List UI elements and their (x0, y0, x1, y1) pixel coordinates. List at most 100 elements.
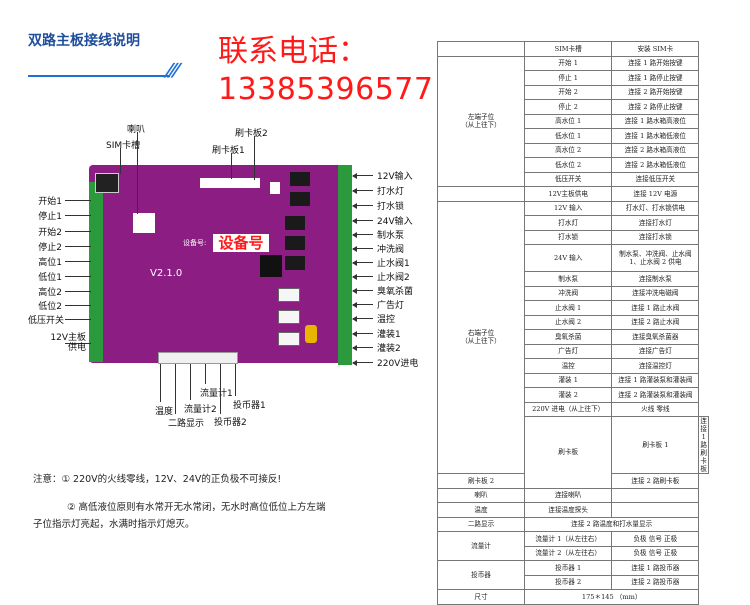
table-cell-desc: 连接 12V 电源 (611, 186, 700, 202)
table-cell-item: 刷卡板 1 (611, 416, 700, 474)
table-row: 广告灯连接广告灯 (438, 343, 709, 359)
right-pointer-9 (353, 304, 373, 305)
device-small-label: 设备号: (183, 239, 207, 247)
right-arrow-11 (352, 330, 357, 337)
table-cell-item: 220V 进电（从上往下） (524, 401, 613, 417)
right-arrow-0 (352, 172, 357, 179)
left-label-3: 停止2 (38, 243, 62, 253)
right-arrow-5 (352, 245, 357, 252)
right-label-0: 12V输入 (377, 172, 413, 182)
table-cell-desc: 连接 2 路水箱低液位 (611, 157, 700, 173)
left-pointer-2 (65, 231, 91, 232)
right-pointer-8 (353, 290, 373, 291)
table-row: 打水锁连接打水锁 (438, 229, 709, 245)
table-cell-item: 灌装 1 (524, 372, 613, 388)
right-label-9: 广告灯 (377, 301, 405, 311)
table-cell-desc: 连接打水锁 (611, 229, 700, 245)
table-cell-desc: 连接 1 路灌装泵和灌装阀 (611, 372, 700, 388)
right-arrow-4 (352, 231, 357, 238)
left-pointer-5 (65, 276, 91, 277)
header-connector (200, 178, 260, 188)
label-temp: 温度 (155, 407, 174, 417)
sim-pointer (120, 148, 121, 174)
title-underline (28, 75, 170, 77)
table-cell-item: SIM卡槽 (524, 41, 613, 57)
right-label-10: 温控 (377, 315, 396, 325)
table-cell-item: 高水位 2 (524, 142, 613, 158)
table-cell-desc: 负极 信号 正极 (611, 531, 700, 547)
table-group-cell: 右端子位 （从上往下） (436, 200, 526, 474)
table-cell-desc: 连接 2 路灌装泵和灌装阀 (611, 387, 700, 403)
right-arrow-2 (352, 202, 357, 209)
temp-pointer (160, 364, 161, 402)
right-arrow-7 (352, 273, 357, 280)
table-row: 温度连接温度探头 (436, 502, 709, 518)
right-label-2: 打水锁 (377, 202, 405, 212)
speaker-pointer (137, 132, 138, 214)
right-arrow-13 (352, 359, 357, 366)
table-group-cell (436, 41, 526, 57)
left-pointer-8 (65, 319, 91, 320)
table-cell-desc: 连接制水泵 (611, 271, 700, 287)
table-cell-item: 打水锁 (524, 229, 613, 245)
table-cell-item: 开始 2 (524, 84, 613, 100)
mcu-chip (260, 255, 282, 277)
table-cell-desc: 连接温控灯 (611, 358, 700, 374)
table-row: 右端子位 （从上往下）12V 输入打水灯、打水锁供电 (436, 200, 709, 474)
table-cell-desc: 负极 信号 正极 (611, 545, 700, 561)
table-cell-item: 12V主板供电 (524, 186, 613, 202)
table-cell-desc: 连接低压开关 (611, 171, 700, 187)
right-arrow-9 (352, 301, 357, 308)
left-pointer-1 (65, 215, 91, 216)
right-pointer-6 (353, 262, 373, 263)
speaker-connector (133, 213, 155, 233)
left-pointer-0 (65, 200, 91, 201)
title-slash-decoration: /// (162, 60, 181, 81)
device-number-label: 设备号 (213, 234, 269, 252)
board-version: V2.1.0 (150, 268, 183, 279)
table-cell-desc: 连接广告灯 (611, 343, 700, 359)
table-cell-desc: 连接 1 路投币器 (611, 560, 700, 576)
right-label-4: 制水泵 (377, 231, 405, 241)
right-pointer-5 (353, 248, 373, 249)
table-row: 24V 输入制水泵、冲洗阀、止水阀 1、止水阀 2 供电 (438, 244, 709, 272)
table-cell-item: 止水阀 2 (524, 314, 613, 330)
right-label-3: 24V输入 (377, 217, 413, 227)
table-cell-item: 流量计 1（从左往右） (524, 531, 613, 547)
contact-phone: 13385396577 (218, 72, 434, 107)
flow1-pointer (205, 364, 206, 384)
table-cell-item: 高水位 1 (524, 113, 613, 129)
left-label-5: 低位1 (38, 273, 62, 283)
ssr-1 (278, 288, 300, 302)
right-label-5: 冲洗阀 (377, 245, 405, 255)
table-cell-item: 开始 1 (524, 55, 613, 71)
table-cell-item: 低水位 2 (524, 157, 613, 173)
table-cell-item: 温控 (524, 358, 613, 374)
relay-1 (290, 172, 310, 186)
right-pointer-4 (353, 234, 373, 235)
right-label-6: 止水阀1 (377, 259, 410, 269)
table-cell-desc: 连接 1 路止水阀 (611, 300, 700, 316)
table-group-cell: 温度 (436, 502, 526, 518)
table-group-cell: 二路显示 (436, 516, 526, 532)
table-cell-item: 打水灯 (524, 215, 613, 231)
relay-5 (285, 256, 305, 270)
left-pointer-4 (65, 261, 91, 262)
table-cell-desc: 连接臭氧杀菌器 (611, 329, 700, 345)
table-cell-item: 24V 输入 (524, 244, 613, 272)
label-card2: 刷卡板2 (235, 129, 268, 139)
page-title: 双路主板接线说明 (28, 33, 140, 49)
note-1: 注意：① 220V的火线零线，12V、24V的正负极不可接反! (33, 472, 281, 488)
table-cell-desc: 连接冲洗电磁阀 (611, 285, 700, 301)
card2-pointer (254, 136, 255, 180)
ssr-3 (278, 332, 300, 346)
table-cell-item: 低压开关 (524, 171, 613, 187)
right-pointer-7 (353, 276, 373, 277)
table-cell-item: 连接 2 路温度和打水量显示 (524, 516, 700, 532)
